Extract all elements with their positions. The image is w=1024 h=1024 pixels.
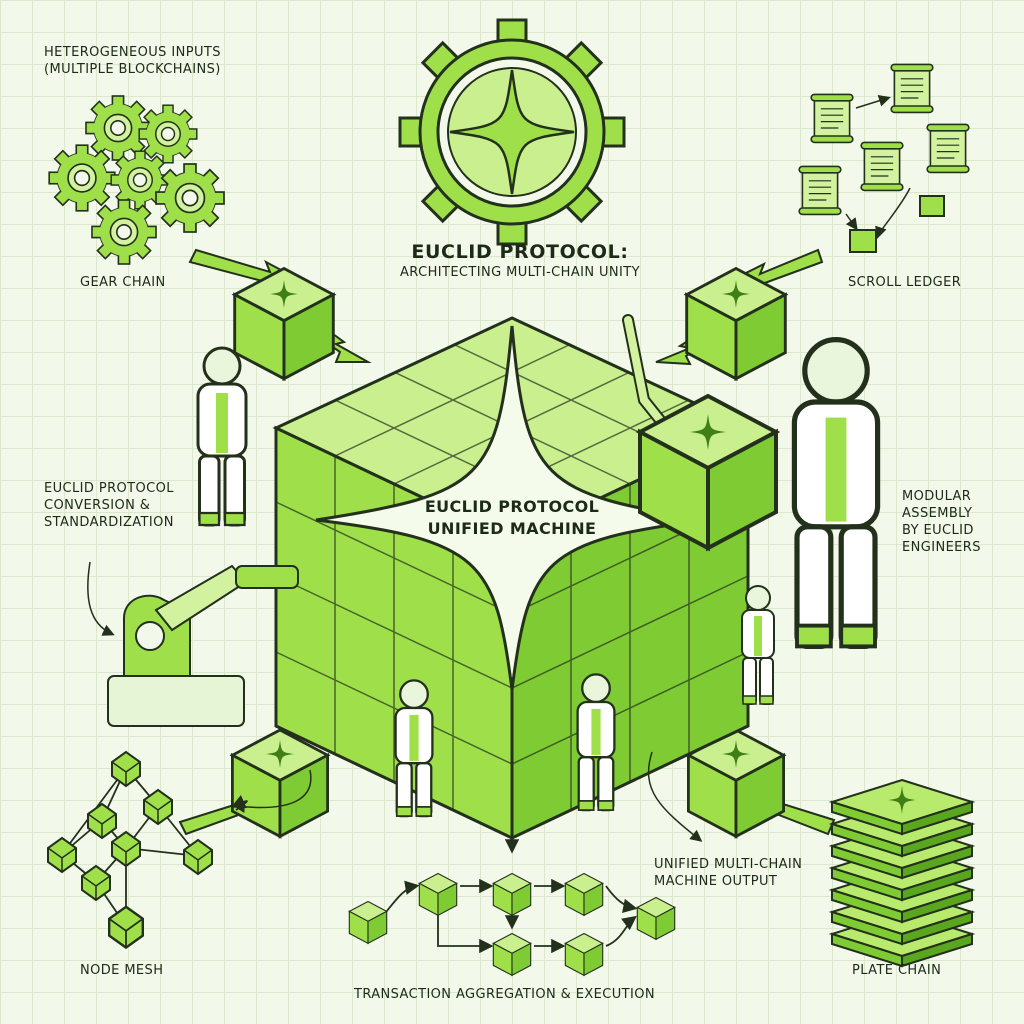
unified-machine-block: [272, 316, 752, 841]
label-transaction-aggregation: TRANSACTION AGGREGATION & EXECUTION: [354, 987, 655, 1002]
modular-line-3: BY EUCLID: [902, 523, 974, 538]
label-node-mesh: NODE MESH: [80, 963, 164, 978]
conversion-line-2: CONVERSION &: [44, 498, 151, 513]
label-conversion-standardization: EUCLID PROTOCOL CONVERSION & STANDARDIZA…: [44, 480, 174, 531]
conversion-line-1: EUCLID PROTOCOL: [44, 481, 174, 496]
title-line-1: EUCLID PROTOCOL:: [411, 241, 629, 263]
label-plate-chain: PLATE CHAIN: [852, 963, 942, 978]
modular-line-2: ASSEMBLY: [902, 506, 973, 521]
protocol-cube-right: [685, 267, 787, 381]
page-title: EUCLID PROTOCOL: ARCHITECTING MULTI-CHAI…: [360, 240, 680, 282]
node-mesh-icon: [47, 751, 213, 949]
modular-line-4: ENGINEERS: [902, 540, 981, 555]
engineer-figure-left: [196, 346, 248, 527]
center-line-1: EUCLID PROTOCOL: [424, 497, 600, 516]
label-machine-output: UNIFIED MULTI-CHAIN MACHINE OUTPUT: [654, 856, 802, 890]
label-scroll-ledger: SCROLL LEDGER: [848, 275, 962, 290]
output-line-1: UNIFIED MULTI-CHAIN: [654, 857, 803, 872]
scroll-ledger-icon: [798, 63, 970, 253]
engineer-figure-small-3: [741, 585, 775, 705]
label-heterogeneous-inputs: HETEROGENEOUS INPUTS (MULTIPLE BLOCKCHAI…: [44, 44, 221, 78]
title-line-2: ARCHITECTING MULTI-CHAIN UNITY: [400, 265, 640, 280]
euclid-emblem-icon: [398, 18, 626, 246]
protocol-cube-bottom-left: [230, 728, 330, 838]
label-gear-chain: GEAR CHAIN: [80, 275, 166, 290]
inputs-line-1: HETEROGENEOUS INPUTS: [44, 45, 221, 60]
annotation-arrows: [87, 561, 703, 842]
robotic-arm-left: [107, 564, 299, 727]
transaction-flow-diagram: [230, 795, 676, 976]
label-modular-assembly: MODULAR ASSEMBLY BY EUCLID ENGINEERS: [902, 488, 981, 556]
conversion-line-3: STANDARDIZATION: [44, 515, 174, 530]
gear-cluster-icon: [48, 95, 225, 265]
output-line-2: MACHINE OUTPUT: [654, 874, 778, 889]
inputs-line-2: (MULTIPLE BLOCKCHAINS): [44, 62, 221, 77]
engineer-figure-right: [794, 340, 877, 647]
protocol-cube-left: [233, 267, 335, 381]
plate-chain-icon: [831, 779, 973, 967]
robotic-arm-right: [622, 314, 666, 426]
modular-line-1: MODULAR: [902, 489, 972, 504]
center-line-2: UNIFIED MACHINE: [427, 519, 597, 538]
engineer-figure-small-1: [394, 679, 434, 818]
machine-center-label: EUCLID PROTOCOL UNIFIED MACHINE: [392, 496, 632, 540]
